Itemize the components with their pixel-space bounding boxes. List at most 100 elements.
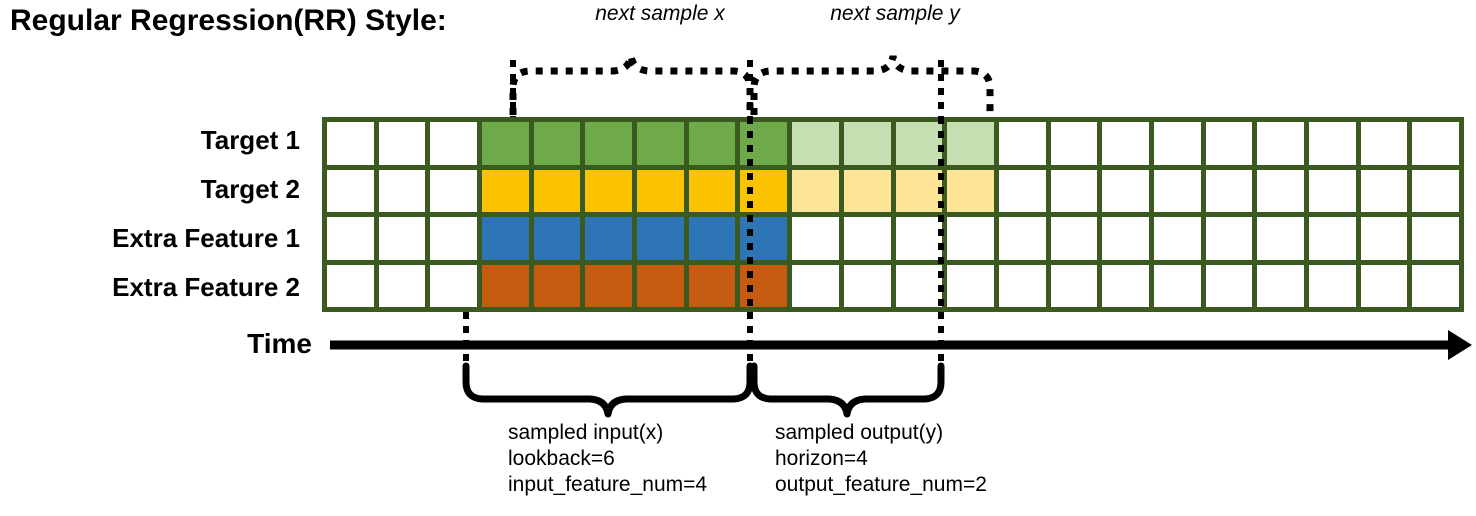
grid-cell — [585, 169, 633, 212]
grid-cell — [378, 264, 426, 307]
grid-cell — [1308, 122, 1356, 165]
grid-cell — [1360, 122, 1408, 165]
grid-cell — [1257, 122, 1304, 165]
page-title: Regular Regression(RR) Style: — [10, 4, 447, 37]
grid-cell — [378, 217, 426, 260]
grid-cell — [1153, 217, 1201, 260]
grid-cell — [1153, 169, 1201, 212]
grid-cell — [1050, 217, 1098, 260]
grid-cell — [843, 264, 891, 307]
grid-cell — [327, 264, 374, 307]
bottom-brace-sampled-output — [750, 362, 945, 418]
grid-cell — [998, 264, 1046, 307]
timeseries-grid — [322, 117, 1464, 312]
grid-cell — [740, 217, 788, 260]
annotation-sampled-output: sampled output(y) horizon=4 output_featu… — [775, 420, 987, 498]
grid-cell — [585, 217, 633, 260]
grid-cell — [688, 122, 736, 165]
annotation-input-line-2: lookback=6 — [508, 447, 615, 470]
grid-cell — [1257, 217, 1304, 260]
grid-cell — [585, 264, 633, 307]
grid-cell — [998, 169, 1046, 212]
brace-label-next-sample-x: next sample x — [595, 2, 725, 25]
top-brace-next-sample-y — [750, 55, 994, 115]
grid-cell — [1360, 169, 1408, 212]
grid-cell — [792, 169, 839, 212]
grid-cell — [895, 217, 943, 260]
grid-cell — [533, 169, 581, 212]
grid-cell — [430, 264, 478, 307]
grid-cell — [1257, 169, 1304, 212]
grid-cell — [688, 264, 736, 307]
grid-cell — [998, 217, 1046, 260]
grid-cell — [1102, 264, 1149, 307]
brace-label-next-sample-y: next sample y — [830, 2, 960, 25]
grid-cell — [947, 217, 994, 260]
annotation-output-line-3: output_feature_num=2 — [775, 473, 987, 496]
grid-cell — [378, 122, 426, 165]
grid-cell — [1257, 264, 1304, 307]
grid-cell — [792, 264, 839, 307]
grid-cell — [688, 217, 736, 260]
grid-cell — [740, 264, 788, 307]
grid-cell — [1153, 122, 1201, 165]
grid-cell — [998, 122, 1046, 165]
grid-cell — [1050, 122, 1098, 165]
grid-cell — [1360, 217, 1408, 260]
grid-cell — [895, 169, 943, 212]
time-axis-label: Time — [247, 328, 312, 359]
grid-cell — [843, 217, 891, 260]
grid-cell — [430, 217, 478, 260]
grid-cell — [1360, 264, 1408, 307]
grid-cell — [947, 169, 994, 212]
grid-cell — [1205, 217, 1253, 260]
annotation-output-line-1: sampled output(y) — [775, 421, 944, 444]
time-axis-arrow — [330, 330, 1472, 360]
grid-cell — [637, 217, 684, 260]
grid-cell — [327, 217, 374, 260]
grid-cell — [482, 122, 529, 165]
grid-cell — [688, 169, 736, 212]
grid-cell — [1102, 169, 1149, 212]
grid-cell — [1153, 264, 1201, 307]
annotation-output-line-2: horizon=4 — [775, 447, 868, 470]
grid-cell — [1308, 169, 1356, 212]
grid-cell — [1102, 122, 1149, 165]
grid-cell — [1412, 169, 1459, 212]
grid-cell — [740, 122, 788, 165]
bottom-brace-sampled-input — [462, 362, 754, 418]
grid-cell — [792, 122, 839, 165]
grid-cell — [637, 169, 684, 212]
row-extra-feature-1-label: Extra Feature 1 — [112, 222, 300, 253]
grid-cell — [1205, 264, 1253, 307]
grid-cell — [1050, 169, 1098, 212]
grid-cell — [895, 264, 943, 307]
grid-cell — [1050, 264, 1098, 307]
grid-cell — [792, 217, 839, 260]
grid-cell — [1308, 217, 1356, 260]
grid-cell — [1412, 264, 1459, 307]
grid-cell — [843, 169, 891, 212]
annotation-input-line-3: input_feature_num=4 — [508, 473, 708, 496]
grid-cell — [637, 264, 684, 307]
grid-cell — [1205, 169, 1253, 212]
grid-cell — [533, 264, 581, 307]
grid-cell — [533, 122, 581, 165]
grid-cell — [1308, 264, 1356, 307]
row-extra-feature-2-label: Extra Feature 2 — [112, 271, 300, 302]
row-target-1-label: Target 1 — [200, 125, 300, 156]
grid-cell — [637, 122, 684, 165]
grid-cell — [327, 169, 374, 212]
grid-cell — [482, 217, 529, 260]
grid-cell — [1205, 122, 1253, 165]
grid-cell — [378, 169, 426, 212]
grid-cell — [947, 122, 994, 165]
annotation-input-line-1: sampled input(x) — [508, 421, 664, 444]
grid-cell — [533, 217, 581, 260]
annotation-sampled-input: sampled input(x) lookback=6 input_featur… — [508, 420, 707, 498]
grid-cell — [947, 264, 994, 307]
grid-cell — [895, 122, 943, 165]
grid-cell — [430, 169, 478, 212]
grid-cell — [430, 122, 478, 165]
